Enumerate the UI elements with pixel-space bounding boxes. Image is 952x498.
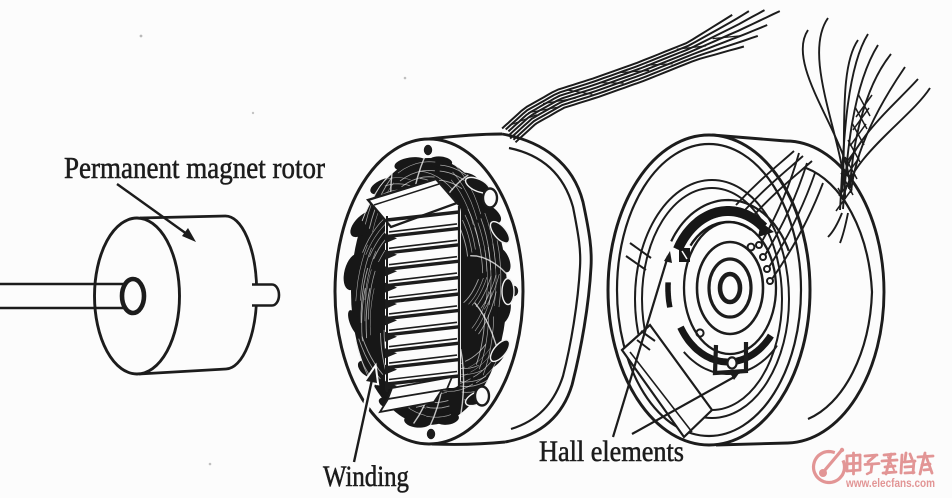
svg-text:www.elecfans.com: www.elecfans.com <box>845 476 935 490</box>
svg-text:Winding: Winding <box>323 460 409 493</box>
svg-text:Hall elements: Hall elements <box>539 435 684 468</box>
svg-text:Permanent magnet rotor: Permanent magnet rotor <box>64 150 326 185</box>
